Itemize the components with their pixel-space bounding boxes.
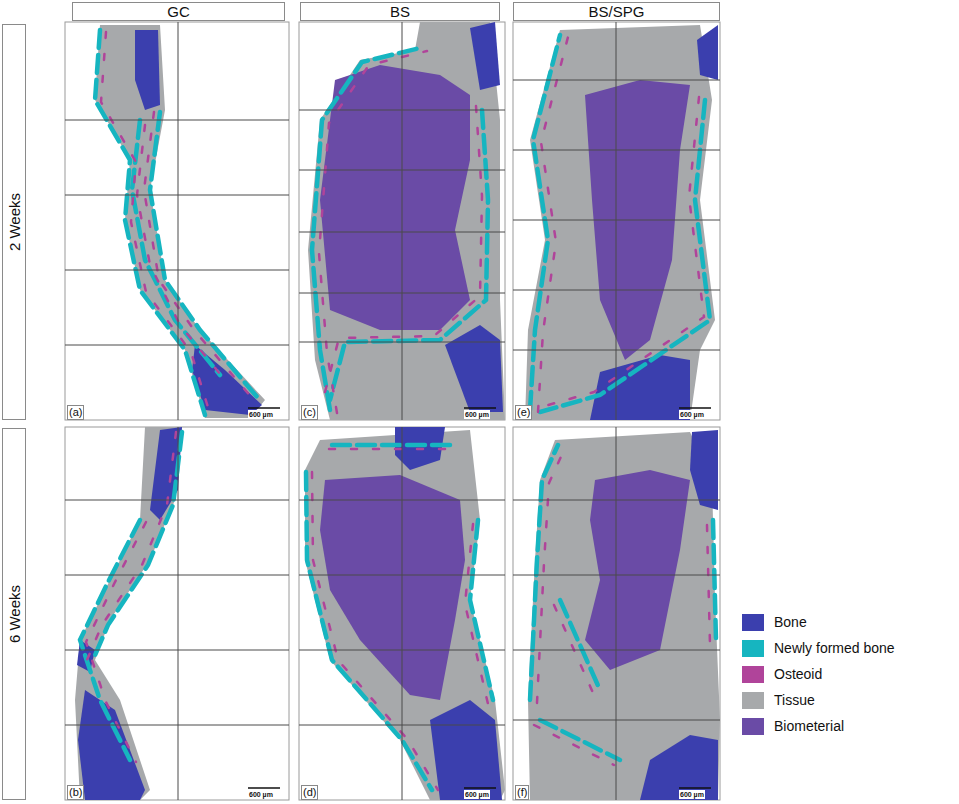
panel-letter: (c) [301,405,318,420]
scale-bar-label: 600 µm [248,790,274,799]
header-text: 2 Weeks [6,193,23,251]
scale-bar-label: 600 µm [464,790,490,799]
column-header: GC [72,2,285,21]
column-header: BS/SPG [513,2,720,21]
scale-bar-label: 600 µm [679,410,705,419]
legend-text: Osteoid [774,666,822,683]
legend-text: Newly formed bone [774,640,895,657]
header-text: GC [167,3,190,20]
legend-swatch [742,692,764,709]
scale-bar-label: 600 µm [248,410,274,419]
scale-bar-label: 600 µm [679,790,705,799]
legend-swatch [742,666,764,683]
legend-text: Bone [774,614,807,631]
column-header: BS [300,2,500,21]
header-text: BS [390,3,410,20]
header-text: BS/SPG [589,3,645,20]
row-header: 6 Weeks [2,428,26,800]
legend-swatch [742,640,764,657]
header-text: 6 Weeks [6,585,23,643]
legend-swatch [742,614,764,631]
panel-letter: (e) [515,405,532,420]
panel-letter: (d) [301,785,318,800]
legend-text: Biometerial [774,718,844,735]
row-header: 2 Weeks [2,24,26,420]
legend-text: Tissue [774,692,815,709]
panel-letter: (f) [515,785,529,800]
legend-swatch [742,718,764,735]
panel-letter: (a) [67,405,84,420]
scale-bar-label: 600 µm [464,410,490,419]
panel-letter: (b) [67,785,84,800]
